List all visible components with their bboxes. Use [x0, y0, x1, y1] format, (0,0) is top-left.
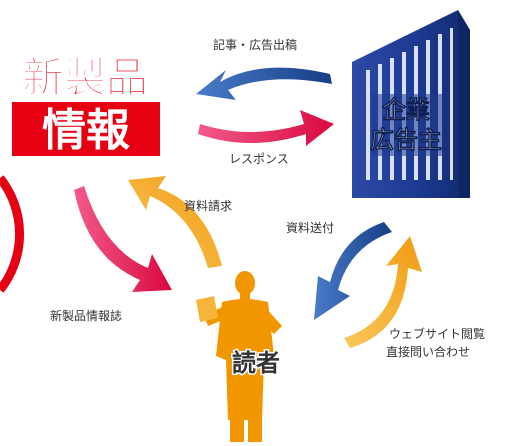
red-ring-fragment [0, 175, 25, 293]
reader-figure [196, 271, 282, 442]
reader-label: 読者 [232, 349, 280, 377]
new-product-info-box [12, 102, 160, 156]
magazine-arrow [74, 186, 172, 292]
web-inquiry-arrow [344, 236, 422, 348]
new-product-title: 新製品 [22, 53, 148, 102]
doc-request-label: 資料請求 [184, 199, 232, 213]
article-ad-label: 記事・広告出稿 [213, 37, 297, 52]
web-inquiry-label-line2: 直接問い合わせ [386, 344, 470, 359]
response-label: レスポンス [229, 152, 289, 166]
doc-send-arrow [314, 222, 392, 320]
web-inquiry-label-line1: ウェブサイト閲覧 [389, 326, 485, 341]
article-ad-arrow [196, 67, 332, 100]
new-product-block: 新製品 情報 [12, 53, 160, 156]
response-arrow [198, 110, 334, 146]
company-label-line2: 広告主 [370, 126, 442, 154]
doc-send-label: 資料送付 [286, 220, 334, 235]
new-product-info-label: 情報 [42, 105, 130, 156]
doc-request-arrow [128, 176, 222, 268]
company-label-line1: 企業 [382, 96, 430, 124]
company-building: 企業 広告主 [352, 10, 470, 198]
magazine-label: 新製品情報誌 [50, 308, 122, 323]
